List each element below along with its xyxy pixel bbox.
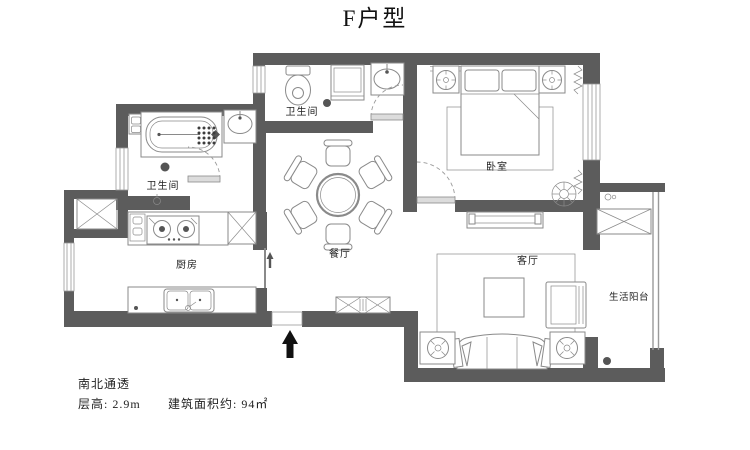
door-leaf-bath-left [187,175,221,183]
balcony: 生活阳台 [596,193,652,365]
note-orientation: 南北通透 [78,376,130,391]
ceiling-light-icon [323,99,331,107]
shoe-cabinet-icon [335,296,391,314]
dining-chair [283,155,318,190]
bathroom-top: 卫生间 [285,62,405,121]
note-area: 建筑面积约: 94㎡ [168,396,268,411]
cabinet-icon [596,208,652,235]
sink-icon [223,109,257,144]
wall-closet-left [64,190,74,238]
ceiling-light-icon [603,357,611,365]
armchair-icon [545,281,587,329]
room-label-balcony: 生活阳台 [609,291,649,303]
wall-bathtub-right [253,130,266,216]
blanket-fold [513,93,540,120]
sofa-cushion [461,341,472,367]
dining-room: 餐厅 [283,139,393,260]
wall-closet-top [64,190,128,199]
curtain-icon [573,169,583,195]
room-label-bath-top: 卫生间 [286,105,319,118]
tv-stand-icon [466,211,544,229]
window-bathtub-left [115,147,129,191]
door-leaf-bath-top [370,113,404,121]
utility-shaft [76,198,118,230]
room-label-bath-left: 卫生间 [147,179,180,192]
gas-stove-icon [146,215,200,245]
door-swing-bedroom [416,161,456,201]
double-sink-icon [163,288,215,313]
sliding-door-kitchen [264,248,274,288]
walls [64,53,665,382]
valve-icon [604,193,612,201]
window-kitchen-left [63,242,75,292]
side-table-lamp-icon [419,331,456,365]
nightstand-icon [538,65,566,94]
knob-box-icon [129,213,146,242]
dining-chair [358,200,393,235]
dining-chair [283,200,318,235]
water-heater-icon [128,113,144,135]
dining-table-icon [315,172,361,218]
wall-closet-bottom [64,229,128,238]
page-title: F户型 [343,6,408,31]
sofa-icon [449,333,555,370]
double-bed-icon [460,65,540,156]
bedroom: 卧室 [416,65,583,207]
entrance [271,296,391,358]
room-label-kitchen: 厨房 [176,258,198,271]
wall-top [253,53,600,65]
room-label-living: 客厅 [517,254,539,267]
note-floor-height: 层高: 2.9m [78,396,141,411]
curtain-icon [573,65,583,95]
wall-bedroom-right-top [583,53,600,84]
wall-bottom-left [64,311,272,327]
sink-icon [370,62,405,96]
sofa-cushion [532,341,543,367]
room-label-dining: 餐厅 [329,247,351,260]
washing-machine-icon [330,64,365,101]
entry-threshold [271,311,303,326]
wall-living-balcony [583,337,598,370]
wall-hall-bedroom [403,65,417,212]
window-bathtop-left [252,65,266,94]
wall-balcony-top [583,183,665,192]
dining-chair [323,223,353,251]
plant-icon [551,181,577,207]
door-swing-bath-top [370,84,404,118]
wall-balcony-bottom [590,368,665,382]
ceiling-light-icon [160,162,170,172]
wall-balcony-right-bottom [650,348,664,372]
door-leaf-bedroom [416,196,456,204]
wall-hall-living [404,311,418,382]
wall-living-bottom [404,368,600,382]
shower-spray-dots [197,126,216,145]
fridge-icon [227,211,257,245]
wall-bathtop-bottom [253,121,373,133]
wall-living-right [583,200,600,250]
bathtub-icon [140,111,223,158]
living-room: 客厅 [419,211,587,370]
notes: 南北通透 层高: 2.9m 建筑面积约: 94㎡ [78,376,268,411]
toilet-icon [285,65,311,106]
bathroom-left: 卫生间 [128,109,257,205]
wall-bottom-mid [302,311,418,327]
pillow-icon [501,69,537,92]
kitchen: 厨房 [127,211,274,314]
door-swing-bath-left [187,146,221,180]
nightstand-icon [432,65,460,94]
pillow-icon [464,69,500,92]
side-table-lamp-icon [549,331,586,365]
wall-bedroom-living [455,200,585,212]
wall-bedroom-right-bottom [583,160,600,201]
wall-closet-right [118,190,128,238]
slide-arrow-icon [266,252,274,268]
room-label-bedroom: 卧室 [486,160,508,173]
dining-chair [323,139,353,167]
wall-bathtub-bottom [116,196,190,210]
coffee-table-icon [483,277,525,318]
window-balcony-right [652,192,660,350]
window-bedroom-right [582,83,601,161]
dining-chair [358,155,393,190]
entry-arrow-icon [282,330,298,358]
